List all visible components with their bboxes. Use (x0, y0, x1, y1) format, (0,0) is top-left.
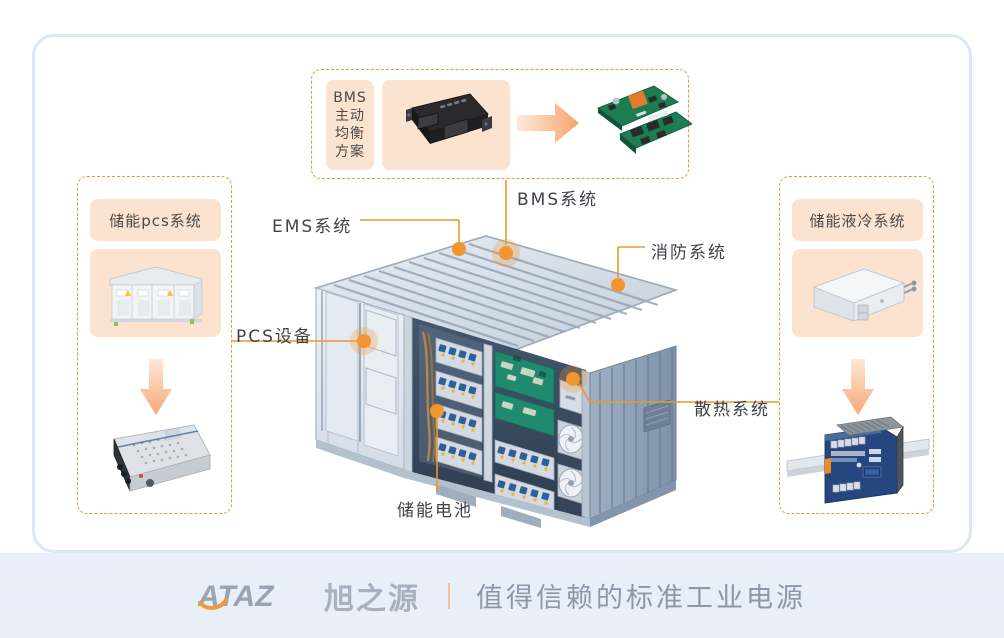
panel-pcs-system: 储能pcs系统 (77, 176, 232, 514)
bms-controller-photo (382, 80, 510, 170)
panel-liquid-title: 储能液冷系统 (792, 199, 923, 241)
callout-label-bms: BMS系统 (517, 190, 599, 210)
panel-bms-solution: BMS 主动 均衡 方案 (311, 69, 693, 179)
bms-solution-text: BMS 主动 均衡 方案 (326, 80, 374, 170)
right-arrow (517, 97, 579, 149)
footer-band: ATAZ 旭之源 值得信赖的标准工业电源 (0, 553, 1004, 638)
liquid-cooling-unit-photo (792, 249, 923, 337)
energy-storage-container-illustration (286, 228, 686, 528)
panel-pcs-title: 储能pcs系统 (90, 199, 221, 241)
down-arrow (140, 359, 172, 415)
callout-label-cooling: 散热系统 (694, 400, 770, 420)
ataz-logo-icon: ATAZ (198, 580, 275, 613)
bms-line-2: 主动 (335, 107, 365, 124)
callout-label-pcs: PCS设备 (236, 327, 313, 347)
brand-logo: ATAZ 旭之源 (198, 574, 420, 618)
brand-chinese-name: 旭之源 (324, 581, 420, 617)
bms-line-3: 均衡 (335, 125, 365, 142)
down-arrow (842, 359, 874, 415)
din-rail-power-supply-photo (785, 415, 931, 511)
bms-line-1: BMS (333, 89, 367, 106)
brand-slogan: 值得信赖的标准工业电源 (476, 583, 806, 614)
callout-label-fire: 消防系统 (651, 243, 727, 263)
brand-divider (448, 582, 450, 609)
callout-label-battery: 储能电池 (397, 501, 473, 521)
pcb-boards-photo (584, 78, 693, 173)
bms-line-4: 方案 (335, 143, 365, 160)
panel-liquid-cooling-system: 储能液冷系统 (779, 176, 934, 514)
enclosed-power-supply-photo (86, 417, 226, 509)
pcs-cabinet-photo (90, 249, 221, 337)
callout-label-ems: EMS系统 (272, 217, 353, 237)
